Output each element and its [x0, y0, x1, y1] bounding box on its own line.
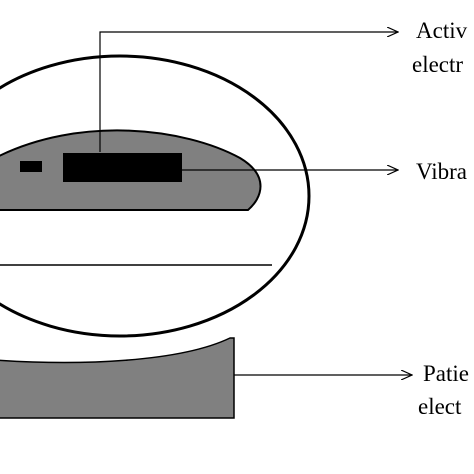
label-vibration: Vibra — [416, 159, 467, 184]
patient-electrode-shape — [0, 337, 235, 419]
terminal-block — [20, 161, 42, 172]
transducer-bar — [63, 153, 182, 182]
label-active-electrode-line1: Activ — [416, 18, 468, 43]
label-patient-electrode-line2: elect — [418, 394, 462, 419]
label-active-electrode-line2: electr — [412, 52, 463, 77]
leader-line-active-electrode — [99, 32, 398, 152]
label-patient-electrode-line1: Patie — [423, 361, 469, 386]
